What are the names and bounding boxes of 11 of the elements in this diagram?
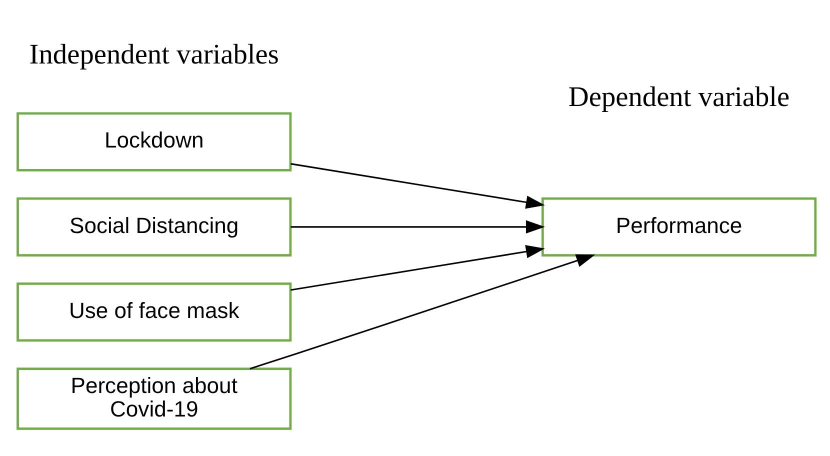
node-box: Lockdown [16,112,292,171]
node-box: Perception about Covid-19 [16,367,292,430]
node-box: Use of face mask [16,282,292,342]
label: Dependent variable [568,82,790,113]
arrow [290,220,545,234]
node-box: Social Distancing [16,196,292,256]
arrow [290,244,545,290]
node-box: Performance [542,196,817,256]
arrow [250,254,596,369]
label: Independent variables [29,39,279,70]
arrow [290,162,545,208]
